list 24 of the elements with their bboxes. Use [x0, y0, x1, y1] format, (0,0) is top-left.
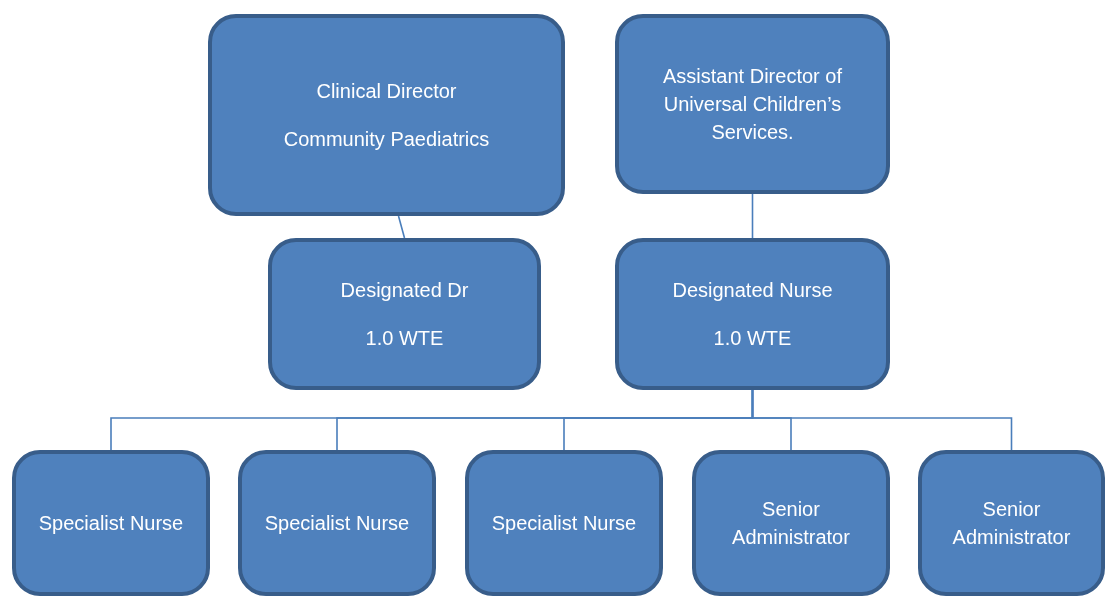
box-label: Assistant Director of Universal Children’s Services. — [662, 64, 843, 145]
box-label: Designated Dr — [340, 278, 469, 303]
box-label: Specialist Nurse — [38, 511, 184, 536]
org-box — [918, 450, 1105, 596]
org-box — [12, 450, 210, 596]
box-label: 1.0 WTE — [713, 326, 792, 351]
org-box — [238, 450, 436, 596]
connector-line — [751, 389, 1013, 451]
box-label: Senior Administrator — [951, 497, 1072, 550]
box-label: Designated Nurse — [672, 278, 833, 303]
box-label: Community Paediatrics — [283, 127, 490, 152]
org-box — [268, 238, 541, 390]
box-label: Clinical Director — [316, 79, 457, 104]
box-label: Specialist Nurse — [491, 511, 637, 536]
org-box — [465, 450, 663, 596]
org-box — [692, 450, 890, 596]
box-label: Specialist Nurse — [264, 511, 410, 536]
box-label: 1.0 WTE — [365, 326, 444, 351]
org-box — [615, 238, 890, 390]
connector-line — [397, 215, 406, 239]
org-box — [208, 14, 565, 216]
connector-line — [751, 193, 754, 239]
org-box — [615, 14, 890, 194]
box-label: Senior Administrator — [731, 497, 851, 550]
